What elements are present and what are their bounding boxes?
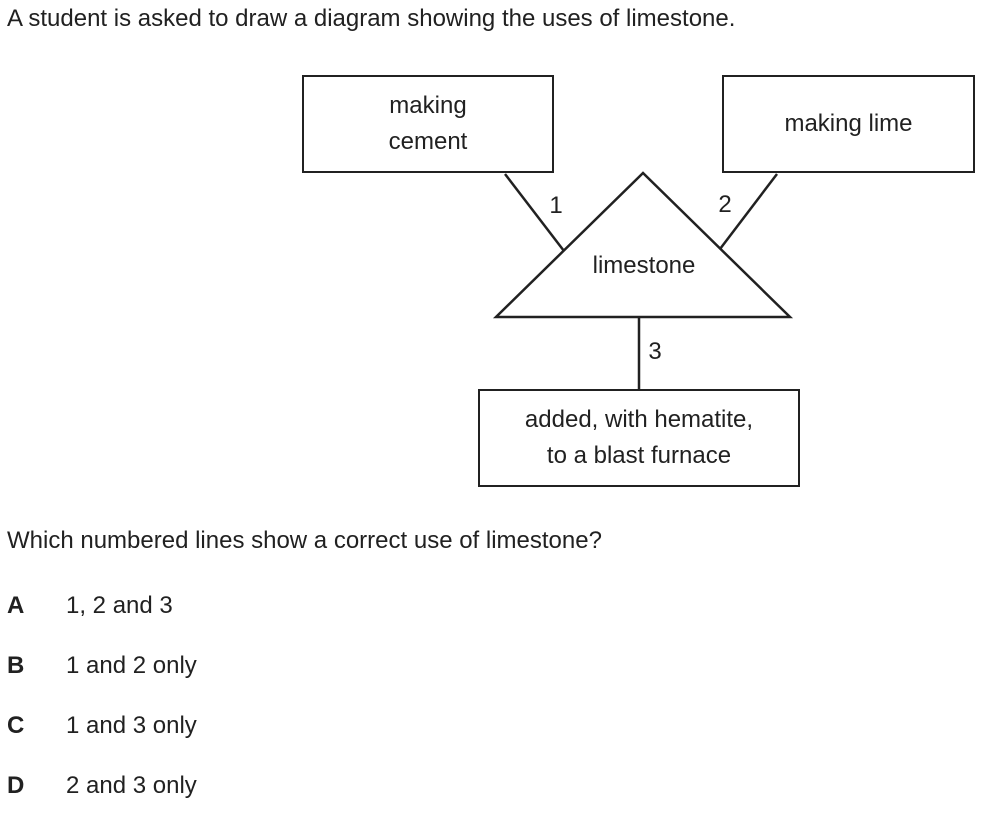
line-3-number-label: 3 xyxy=(648,338,662,365)
connector-line-2 xyxy=(719,173,778,250)
limestone-label: limestone xyxy=(592,252,696,279)
diagram-lines-layer xyxy=(492,171,794,390)
making-cement-box: making cement xyxy=(302,75,554,173)
making-lime-box: making lime xyxy=(722,75,975,173)
option-a-row: A 1, 2 and 3 xyxy=(7,592,173,620)
option-b-letter: B xyxy=(7,652,25,679)
blast-furnace-box: added, with hematite, to a blast furnace xyxy=(478,389,800,487)
option-a-text: 1, 2 and 3 xyxy=(66,592,173,619)
option-c-text: 1 and 3 only xyxy=(66,712,197,739)
option-a-letter: A xyxy=(7,592,25,619)
option-b-row: B 1 and 2 only xyxy=(7,652,197,680)
blast-furnace-label: added, with hematite, to a blast furnace xyxy=(524,406,754,469)
making-lime-label: making lime xyxy=(784,110,913,137)
option-d-text: 2 and 3 only xyxy=(66,772,197,799)
option-d-row: D 2 and 3 only xyxy=(7,772,197,800)
making-cement-label: making cement xyxy=(388,92,468,155)
option-c-letter: C xyxy=(7,712,25,739)
option-b-text: 1 and 2 only xyxy=(66,652,197,679)
line-1-number-label: 1 xyxy=(549,192,563,219)
connector-line-1 xyxy=(504,173,565,252)
question-text: Which numbered lines show a correct use … xyxy=(7,527,602,554)
limestone-triangle xyxy=(492,171,794,319)
limestone-uses-diagram: making cement making lime added, with he… xyxy=(302,75,975,487)
option-c-row: C 1 and 3 only xyxy=(7,712,197,740)
line-2-number-label: 2 xyxy=(718,191,732,218)
question-intro: A student is asked to draw a diagram sho… xyxy=(7,5,736,32)
option-d-letter: D xyxy=(7,772,25,799)
